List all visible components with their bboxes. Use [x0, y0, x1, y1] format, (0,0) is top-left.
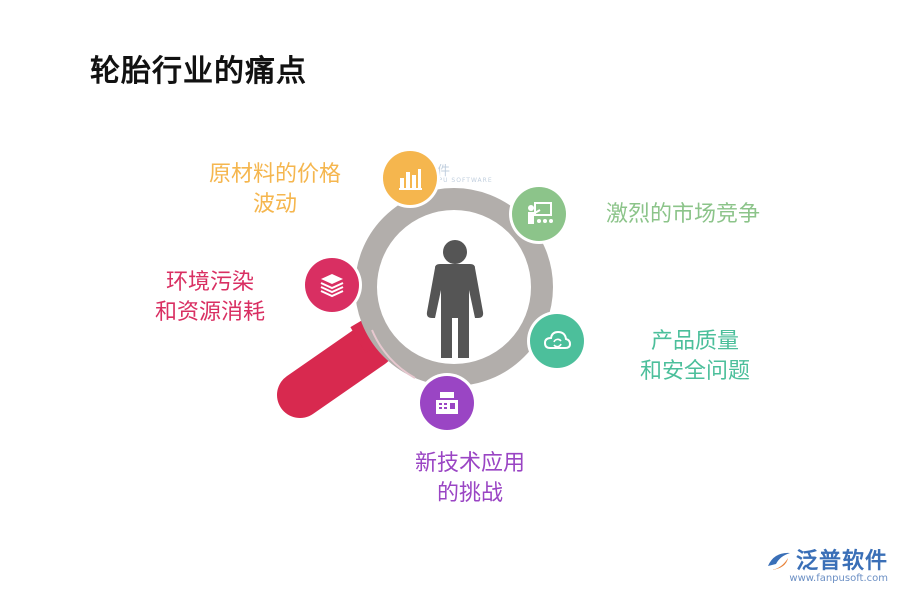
logo-url: www.fanpusoft.com: [789, 573, 888, 584]
label-env-line2: 和资源消耗: [154, 300, 265, 325]
label-env-line1: 环境污染: [165, 270, 254, 295]
label-raw-line1: 原材料的价格: [208, 162, 341, 187]
cloud-sync-icon: [530, 314, 584, 368]
presentation-icon: [512, 187, 566, 241]
label-competition: 激烈的市场竞争: [598, 200, 768, 230]
person-icon: [426, 240, 484, 358]
label-environment: 环境污染 和资源消耗: [140, 268, 280, 328]
label-raw-line2: 波动: [252, 192, 297, 217]
watermark-sub: FANPU SOFTWARE: [424, 177, 493, 184]
label-quality-line1: 产品质量: [650, 329, 739, 354]
label-raw-material: 原材料的价格 波动: [200, 160, 350, 220]
logo-mark-icon: [767, 552, 790, 570]
page-title: 轮胎行业的痛点: [90, 54, 307, 89]
book-stack-icon: [305, 258, 359, 312]
bar-chart-icon: [383, 151, 437, 205]
label-quality-line2: 和安全问题: [639, 359, 750, 384]
cash-register-icon: [420, 376, 474, 430]
label-quality: 产品质量 和安全问题: [625, 327, 765, 387]
brand-logo: 泛普软件 www.fanpusoft.com: [766, 543, 888, 584]
logo-name: 泛普软件: [795, 549, 888, 574]
label-tech-line2: 的挑战: [436, 481, 503, 506]
label-competition-line1: 激烈的市场竞争: [605, 202, 760, 227]
label-tech: 新技术应用 的挑战: [400, 449, 540, 509]
label-tech-line1: 新技术应用: [414, 451, 525, 476]
